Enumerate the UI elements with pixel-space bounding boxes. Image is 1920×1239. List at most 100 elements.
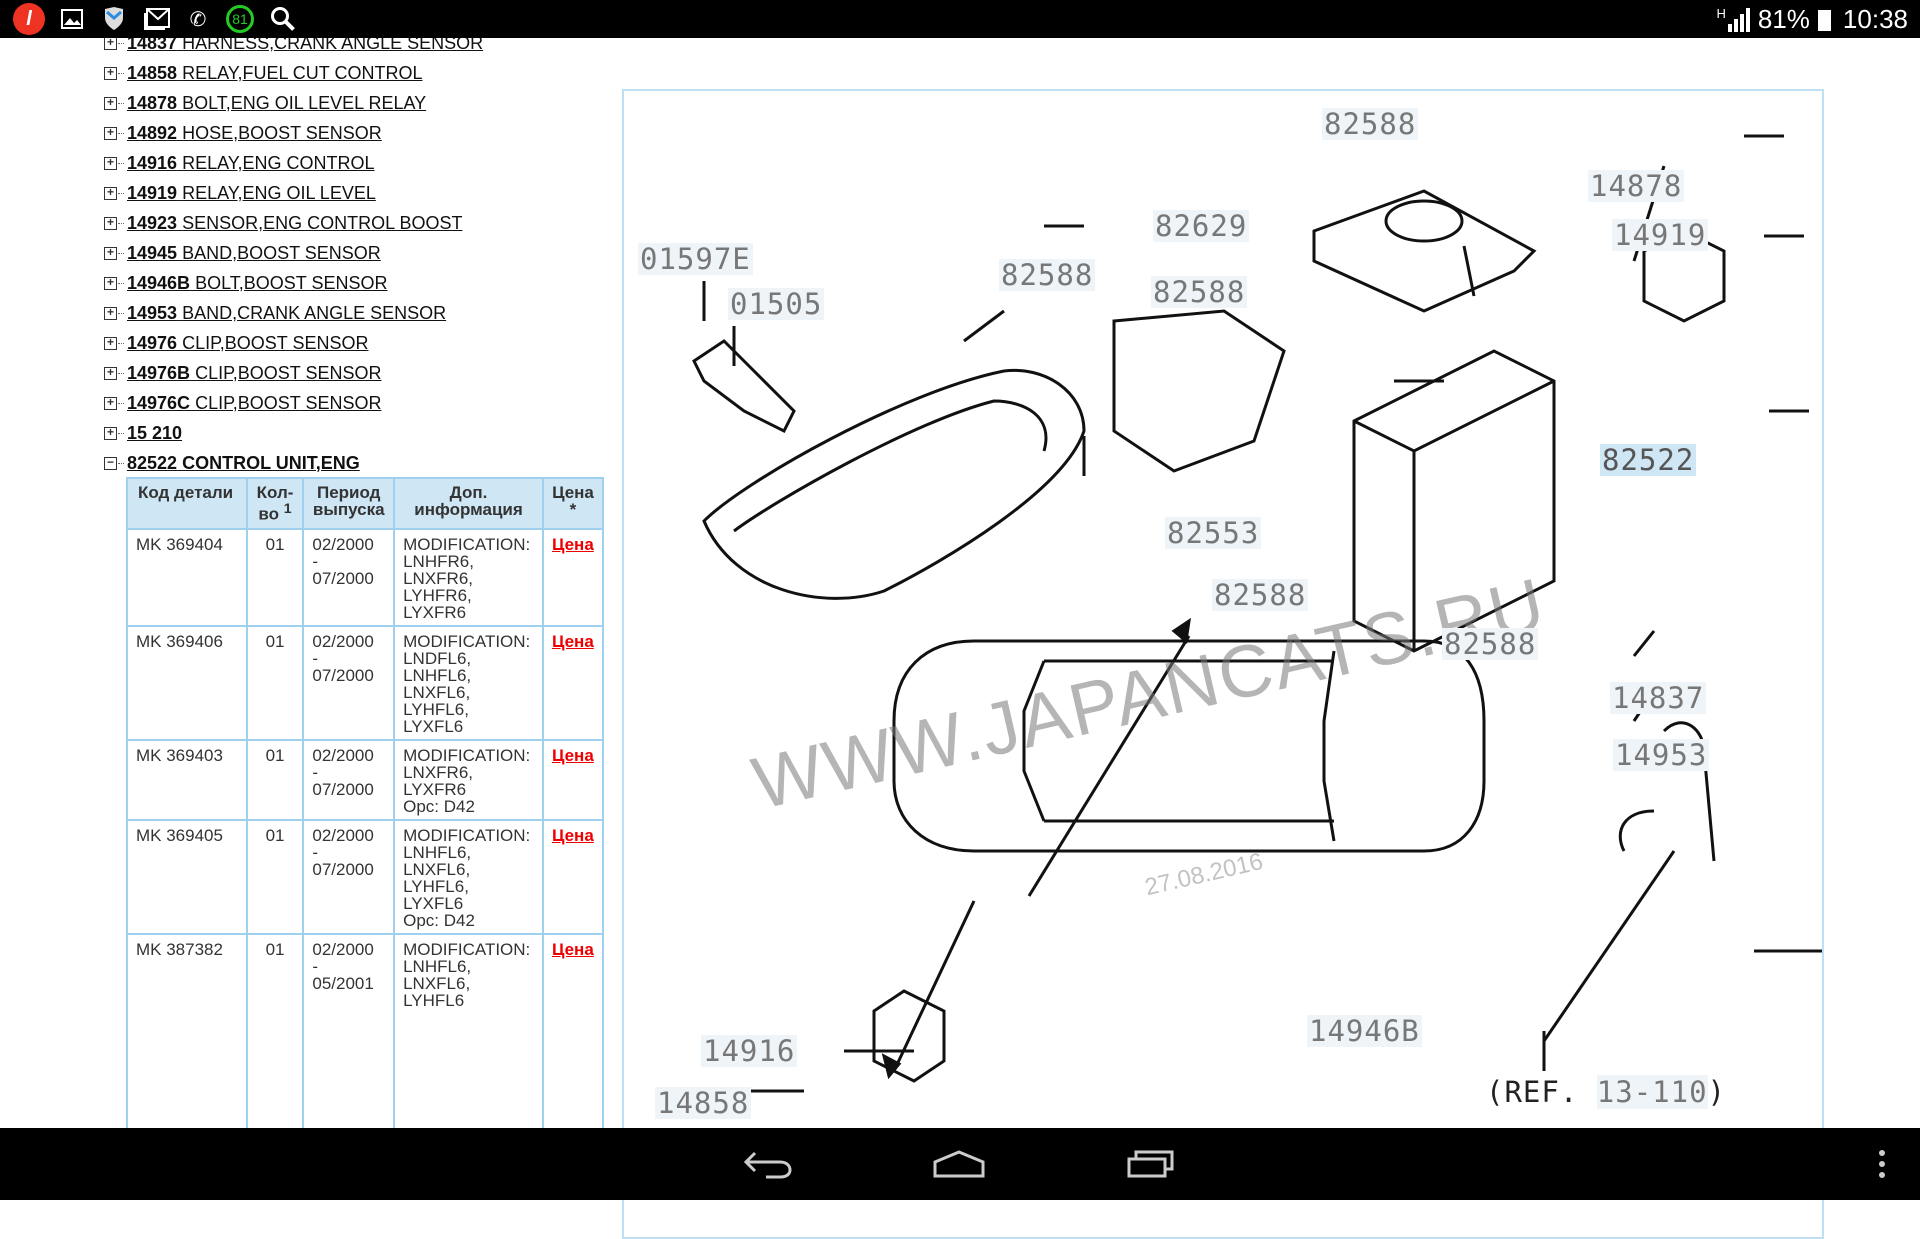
callout-14946B[interactable]: 14946B <box>1307 1014 1422 1048</box>
tree-item-link[interactable]: 14892 HOSE,BOOST SENSOR <box>127 123 382 144</box>
expand-toggle-icon[interactable]: + <box>104 246 117 260</box>
expand-toggle-icon[interactable]: + <box>104 36 117 50</box>
callout-82553[interactable]: 82553 <box>1165 516 1262 550</box>
tree-item-link[interactable]: 14946B BOLT,BOOST SENSOR <box>127 273 387 294</box>
tree-item-link[interactable]: 14976C CLIP,BOOST SENSOR <box>127 393 381 414</box>
callout-14837[interactable]: 14837 <box>1610 681 1707 715</box>
expand-toggle-icon[interactable]: + <box>104 156 117 170</box>
tree-connector <box>118 342 124 344</box>
info-line: LNXFR6, <box>403 762 474 782</box>
cell-qty: 01 <box>245 932 305 1155</box>
tree-item[interactable]: +14945 BAND,BOOST SENSOR <box>104 238 381 268</box>
tree-item[interactable]: +14976 CLIP,BOOST SENSOR <box>104 328 368 358</box>
header-qty-footnote: 1 <box>283 501 292 517</box>
parts-diagram[interactable]: WWW.JAPANCATS.RU 27.08.2016 82588 82629 … <box>622 89 1824 1239</box>
callout-01597E[interactable]: 01597E <box>638 242 753 276</box>
expand-toggle-icon[interactable]: + <box>104 426 117 440</box>
tree-item[interactable]: +14916 RELAY,ENG CONTROL <box>104 148 374 178</box>
expand-toggle-icon[interactable]: + <box>104 366 117 380</box>
part-code: 14878 <box>127 92 178 113</box>
battery-saver-badge: 81 <box>232 11 248 27</box>
tree-item[interactable]: +14858 RELAY,FUEL CUT CONTROL <box>104 58 422 88</box>
expand-toggle-icon[interactable]: + <box>104 306 117 320</box>
info-line: Opc: D42 <box>403 910 475 930</box>
callout-14858[interactable]: 14858 <box>655 1086 752 1120</box>
expand-toggle-icon[interactable]: + <box>104 96 117 110</box>
tree-item-link[interactable]: 14976B CLIP,BOOST SENSOR <box>127 363 381 384</box>
period-to: 07/2000 <box>312 665 374 685</box>
cell-price: Цена <box>541 738 605 821</box>
expand-toggle-icon[interactable]: + <box>104 186 117 200</box>
tree-item[interactable]: +15 210 <box>104 418 182 448</box>
expand-toggle-icon[interactable]: + <box>104 276 117 290</box>
callout-82588[interactable]: 82588 <box>1151 275 1248 309</box>
tree-item-link[interactable]: 14953 BAND,CRANK ANGLE SENSOR <box>127 303 446 324</box>
leader-lines <box>702 134 1822 1093</box>
tree-item-link[interactable]: 14916 RELAY,ENG CONTROL <box>127 153 374 174</box>
tree-item-link[interactable]: 14919 RELAY,ENG OIL LEVEL <box>127 183 376 204</box>
tree-item[interactable]: −82522 CONTROL UNIT,ENG <box>104 448 360 478</box>
ref-prefix: (REF. <box>1486 1075 1579 1109</box>
tree-item-link[interactable]: 15 210 <box>127 423 182 444</box>
shield-app-icon <box>102 4 126 34</box>
tree-item-link[interactable]: 14923 SENSOR,ENG CONTROL BOOST <box>127 213 462 234</box>
callout-14919[interactable]: 14919 <box>1612 218 1709 252</box>
part-code: 14953 <box>127 302 178 323</box>
callout-14916[interactable]: 14916 <box>701 1034 798 1068</box>
header-code: Код детали <box>126 477 248 530</box>
tree-item[interactable]: +14892 HOSE,BOOST SENSOR <box>104 118 382 148</box>
menu-button[interactable] <box>1847 1144 1917 1184</box>
price-link[interactable]: Цена <box>551 939 594 959</box>
tree-item[interactable]: +14976B CLIP,BOOST SENSOR <box>104 358 381 388</box>
tree-item-link[interactable]: 14858 RELAY,FUEL CUT CONTROL <box>127 63 422 84</box>
quantity: 01 <box>265 939 285 959</box>
callout-82588[interactable]: 82588 <box>1322 107 1419 141</box>
part-number: MK 369404 <box>136 534 223 554</box>
tree-item[interactable]: +14923 SENSOR,ENG CONTROL BOOST <box>104 208 462 238</box>
expand-toggle-icon[interactable]: + <box>104 66 117 80</box>
recent-apps-button[interactable] <box>1116 1144 1186 1184</box>
callout-14953[interactable]: 14953 <box>1613 738 1710 772</box>
expand-toggle-icon[interactable]: + <box>104 336 117 350</box>
tree-item[interactable]: +14919 RELAY,ENG OIL LEVEL <box>104 178 376 208</box>
ecu-edges <box>1353 379 1555 651</box>
cell-price: Цена <box>541 624 605 741</box>
battery-saver-icon: 81 <box>226 5 254 33</box>
info-line: LNHFL6, <box>403 842 472 862</box>
expand-toggle-icon[interactable]: + <box>104 126 117 140</box>
header-qty-label: Кол-во <box>256 483 294 524</box>
callout-82629[interactable]: 82629 <box>1153 209 1250 243</box>
callout-82588[interactable]: 82588 <box>999 258 1096 292</box>
price-link[interactable]: Цена <box>551 825 594 845</box>
header-info: Доп. информация <box>393 477 544 530</box>
tree-item-link[interactable]: 14976 CLIP,BOOST SENSOR <box>127 333 368 354</box>
info-line: LYXFL6 <box>403 716 464 736</box>
tree-item[interactable]: +14976C CLIP,BOOST SENSOR <box>104 388 381 418</box>
tree-connector <box>118 42 124 44</box>
back-button[interactable] <box>733 1144 803 1184</box>
tree-item-link[interactable]: 14878 BOLT,ENG OIL LEVEL RELAY <box>127 93 426 114</box>
info-line: LYXFR6 <box>403 779 467 799</box>
callout-01505[interactable]: 01505 <box>728 287 825 321</box>
callout-82588[interactable]: 82588 <box>1442 627 1539 661</box>
callout-82588[interactable]: 82588 <box>1212 578 1309 612</box>
expand-toggle-icon[interactable]: + <box>104 216 117 230</box>
tree-item[interactable]: +14878 BOLT,ENG OIL LEVEL RELAY <box>104 88 426 118</box>
expand-toggle-icon[interactable]: + <box>104 396 117 410</box>
info-line: LYHFL6 <box>403 990 465 1010</box>
price-link[interactable]: Цена <box>551 534 594 554</box>
callout-82522[interactable]: 82522 <box>1600 443 1697 477</box>
tree-item[interactable]: +14946B BOLT,BOOST SENSOR <box>104 268 387 298</box>
cell-price: Цена <box>541 527 605 627</box>
collapse-toggle-icon[interactable]: − <box>104 456 117 470</box>
tree-item-link[interactable]: 82522 CONTROL UNIT,ENG <box>127 453 360 474</box>
tree-item[interactable]: +14953 BAND,CRANK ANGLE SENSOR <box>104 298 446 328</box>
price-link[interactable]: Цена <box>551 631 594 651</box>
ref-link[interactable]: 13-110 <box>1596 1075 1708 1109</box>
home-button[interactable] <box>924 1144 994 1184</box>
part-name: BAND,CRANK ANGLE SENSOR <box>182 302 447 323</box>
price-link[interactable]: Цена <box>551 745 594 765</box>
callout-14878[interactable]: 14878 <box>1588 169 1685 203</box>
part-code: 14923 <box>127 212 178 233</box>
tree-item-link[interactable]: 14945 BAND,BOOST SENSOR <box>127 243 381 264</box>
